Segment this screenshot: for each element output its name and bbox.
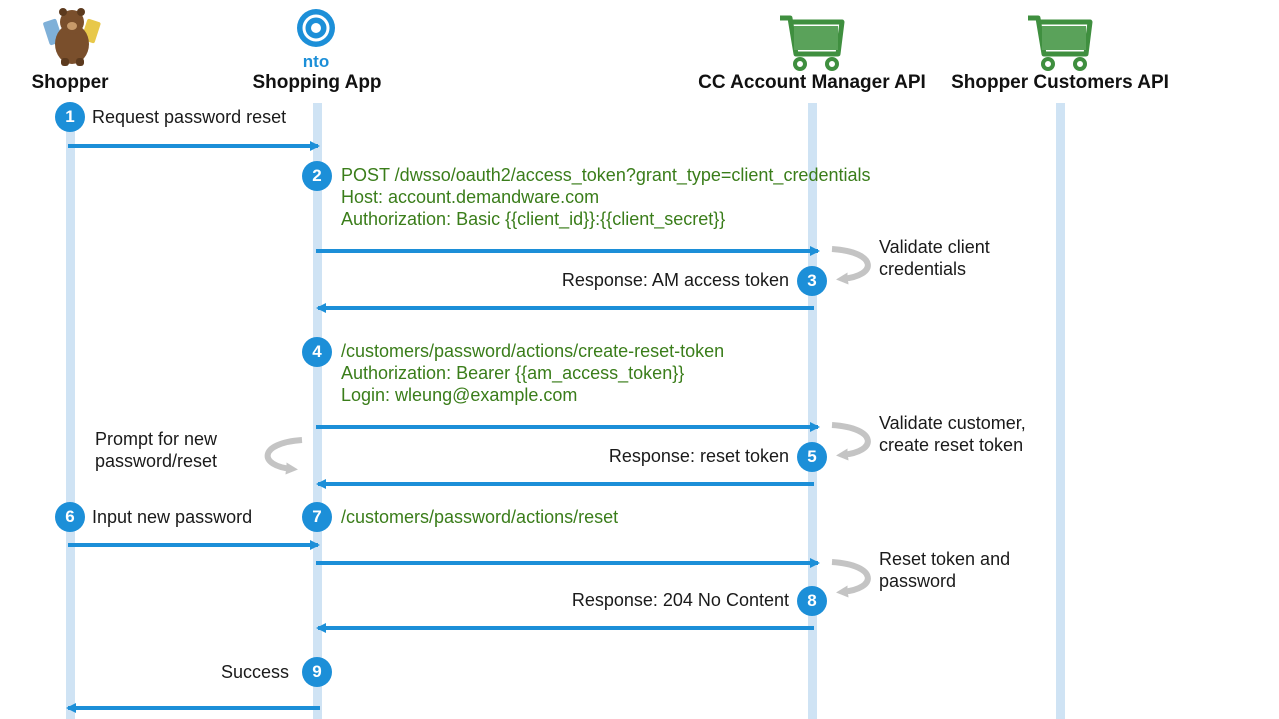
step-5-note-line: Validate customer, — [879, 413, 1026, 433]
step-badge-3: 3 — [797, 266, 827, 296]
step-8-label: Response: 204 No Content — [571, 590, 789, 610]
actor-shopper: Shopper — [31, 72, 109, 93]
step-5-note-line: create reset token — [879, 435, 1024, 455]
step-7-line: /customers/password/actions/reset — [341, 507, 619, 527]
self-arrow-validate-client — [831, 246, 871, 285]
lifeline-shopper-customers — [1056, 103, 1065, 719]
step-badge-7: 7 — [302, 502, 332, 532]
self-arrow-reset-token — [831, 559, 871, 598]
step-badge-8: 8 — [797, 586, 827, 616]
step-2-line: Host: account.demandware.com — [341, 187, 600, 207]
step-badge-1: 1 — [55, 102, 85, 132]
step-4-line: Authorization: Bearer {{am_access_token}… — [341, 363, 685, 383]
step-3-label: Response: AM access token — [561, 270, 789, 290]
step-4-request: /customers/password/actions/create-reset… — [341, 340, 724, 406]
step-1-label: Request password reset — [92, 107, 287, 127]
bear-mascot-icon — [43, 8, 101, 66]
step-5-label: Response: reset token — [608, 446, 789, 466]
nto-logo-text: nto — [303, 52, 329, 71]
step-3-note-line: credentials — [879, 259, 967, 279]
step-2-line: POST /dwsso/oauth2/access_token?grant_ty… — [341, 165, 871, 185]
step-4-line: Login: wleung@example.com — [341, 385, 578, 405]
step-badge-2: 2 — [302, 161, 332, 191]
step-2-line: Authorization: Basic {{client_id}}:{{cli… — [341, 209, 726, 229]
step-badge-4: 4 — [302, 337, 332, 367]
step-badge-9: 9 — [302, 657, 332, 687]
nto-logo-icon: nto — [297, 9, 335, 71]
lifeline-shopper — [66, 103, 75, 719]
shopping-cart-icon — [780, 15, 845, 71]
step-4-line: /customers/password/actions/create-reset… — [341, 341, 725, 361]
step-2-request: POST /dwsso/oauth2/access_token?grant_ty… — [341, 164, 871, 230]
step-8-note-line: password — [879, 571, 957, 591]
actor-shopper-customers-api: Shopper Customers API — [951, 72, 1169, 93]
step-7-request: /customers/password/actions/reset — [341, 506, 618, 528]
shopping-cart-icon — [1028, 15, 1093, 71]
step-3-note-line: Validate client — [879, 237, 990, 257]
actor-cc-account-manager-api: CC Account Manager API — [698, 72, 926, 93]
lifeline-account-manager — [808, 103, 817, 719]
step-badge-5: 5 — [797, 442, 827, 472]
step-9-label: Success — [220, 662, 289, 682]
step-6-label: Input new password — [92, 507, 253, 527]
self-arrow-validate-customer — [831, 422, 871, 461]
self-arrow-prompt — [264, 437, 303, 475]
actor-shopping-app: Shopping App — [252, 72, 382, 93]
lifeline-shopping-app — [313, 103, 322, 719]
step-8-note-line: Reset token and — [879, 549, 1011, 569]
step-badge-6: 6 — [55, 502, 85, 532]
app-note-line: password/reset — [95, 451, 218, 471]
app-note-line: Prompt for new — [95, 429, 218, 449]
